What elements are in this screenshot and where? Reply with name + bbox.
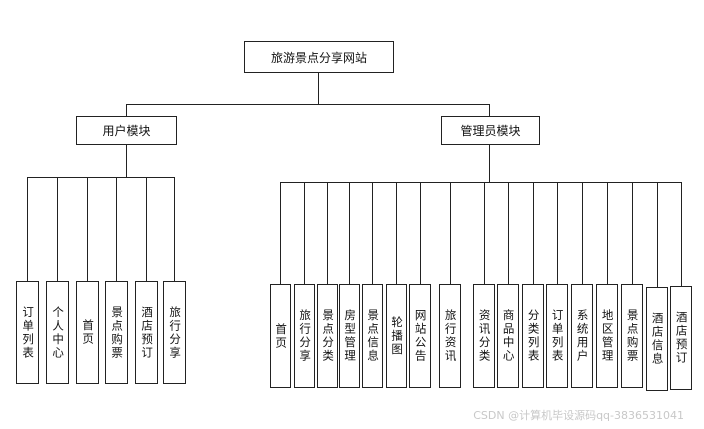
connector [372,182,373,284]
connector [657,182,658,287]
root-label: 旅游景点分享网站 [270,50,367,65]
connector [318,73,319,104]
leaf-label: 景点购票 [110,305,125,360]
admin-leaf: 地区管理 [596,284,618,388]
leaf-label: 网站公告 [413,309,428,363]
admin-leaf: 网站公告 [409,284,431,388]
leaf-label: 系统用户 [575,309,590,363]
connector [489,104,490,116]
admin-leaf: 分类列表 [522,284,544,388]
connector [327,182,328,284]
admin-leaf: 景点分类 [317,284,338,388]
leaf-label: 酒店预订 [140,305,155,360]
admin-leaf: 酒店预订 [670,286,692,390]
connector [146,177,147,281]
connector [174,177,175,281]
leaf-label: 旅行分享 [298,309,313,363]
connector [280,182,281,284]
leaf-label: 旅行资讯 [443,309,458,363]
leaf-label: 资讯分类 [477,309,492,363]
leaf-label: 酒店信息 [650,312,665,366]
root-node: 旅游景点分享网站 [244,41,394,73]
connector [484,182,485,284]
connector [126,104,127,116]
admin-leaf: 首页 [270,284,291,388]
connector [126,104,490,105]
user-leaf: 首页 [76,281,99,384]
watermark: CSDN @计算机毕设源码qq-3836531041 [473,409,684,422]
leaf-label: 景点信息 [366,309,381,363]
admin-leaf: 系统用户 [571,284,593,388]
admin-module-label: 管理员模块 [460,124,521,138]
admin-leaf: 酒店信息 [646,287,668,391]
connector [557,182,558,284]
admin-leaf: 轮播图 [386,284,407,388]
user-module-node: 用户模块 [76,116,177,145]
admin-leaf: 旅行分享 [294,284,315,388]
connector [87,177,88,281]
connector [126,145,127,178]
user-leaf: 景点购票 [105,281,128,384]
connector [349,182,350,284]
leaf-label: 酒店预订 [674,311,689,365]
user-leaf: 个人中心 [46,281,69,384]
admin-module-node: 管理员模块 [441,116,540,145]
admin-leaf: 景点信息 [362,284,383,388]
leaf-label: 个人中心 [51,305,66,360]
connector [582,182,583,284]
leaf-label: 景点购票 [625,309,640,363]
connector [607,182,608,284]
connector [280,182,681,183]
user-module-label: 用户模块 [102,124,151,138]
leaf-label: 旅行分享 [168,305,183,360]
connector [396,182,397,284]
connector [681,182,682,286]
user-leaf: 酒店预订 [135,281,158,384]
user-leaf: 旅行分享 [163,281,186,384]
connector [632,182,633,284]
leaf-label: 轮播图 [390,315,405,357]
connector [27,177,28,281]
admin-leaf: 旅行资讯 [439,284,461,388]
connector [508,182,509,284]
leaf-label: 地区管理 [600,309,615,363]
admin-leaf: 商品中心 [497,284,519,388]
connector [489,145,490,182]
connector [116,177,117,281]
connector [27,177,175,178]
leaf-label: 商品中心 [501,309,516,363]
leaf-label: 分类列表 [526,309,541,363]
leaf-label: 订单列表 [550,309,565,363]
admin-leaf: 房型管理 [339,284,360,388]
leaf-label: 订单列表 [21,305,36,360]
user-leaf: 订单列表 [16,281,39,384]
connector [533,182,534,284]
admin-leaf: 订单列表 [546,284,568,388]
leaf-label: 房型管理 [343,309,358,363]
leaf-label: 首页 [274,322,289,350]
connector [450,182,451,284]
connector [304,182,305,284]
leaf-label: 景点分类 [321,309,336,363]
connector [420,182,421,284]
admin-leaf: 景点购票 [621,284,643,388]
admin-leaf: 资讯分类 [473,284,495,388]
leaf-label: 首页 [81,319,96,346]
connector [57,177,58,281]
